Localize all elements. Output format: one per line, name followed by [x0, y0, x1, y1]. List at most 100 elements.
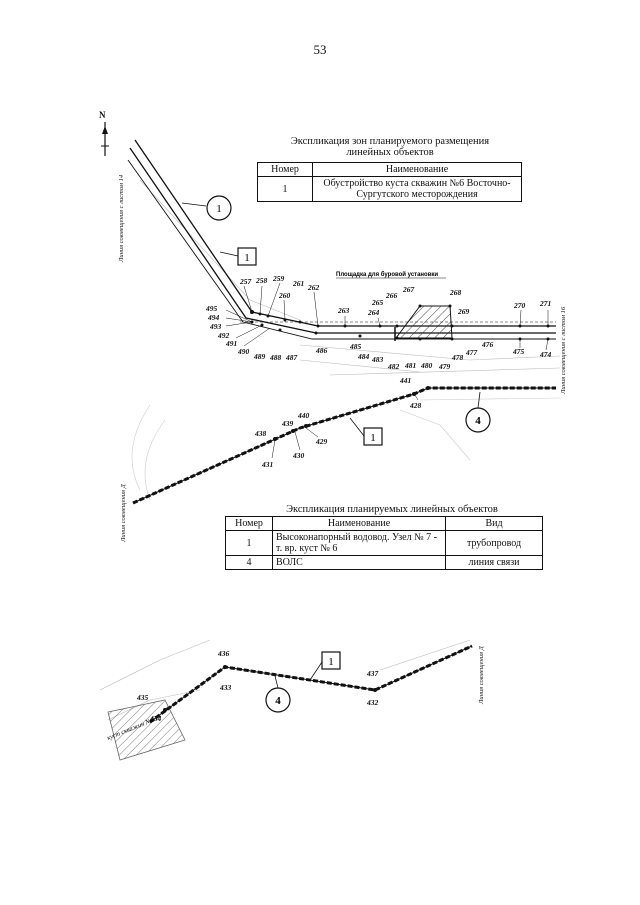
objects-table-caption: Экспликация планируемых линейных объекто…: [286, 504, 498, 515]
point-label-487: 487: [285, 353, 298, 362]
well-pad-area: [107, 699, 186, 761]
point-label-483: 483: [371, 355, 384, 364]
side-label-right-bottom: Линия совмещения Д: [478, 646, 485, 704]
objects-table-header-number: Номер: [225, 516, 273, 531]
point-label-267: 267: [402, 285, 415, 294]
objects-table-cell-type: трубопровод: [445, 530, 543, 556]
point-label-265: 265: [371, 298, 384, 307]
point-label-482: 482: [387, 362, 400, 371]
point-label-263: 263: [337, 306, 350, 315]
point-label-435: 435: [136, 693, 149, 702]
point-label-266: 266: [385, 291, 398, 300]
point-label-257: 257: [239, 277, 252, 286]
objects-table-cell-type: линия связи: [445, 555, 543, 570]
objects-table: Номер Наименование Вид 1 Высоконапорный …: [225, 516, 543, 570]
objects-table-header-name: Наименование: [272, 516, 446, 531]
point-label-260: 260: [278, 291, 291, 300]
point-label-268: 268: [449, 288, 462, 297]
table-row: 1 Высоконапорный водовод. Узел № 7 - т. …: [225, 530, 543, 556]
objects-table-cell-name: ВОЛС: [272, 555, 446, 570]
middle-terrain-lines: [131, 397, 561, 501]
objects-table-cell-number: 4: [225, 555, 273, 570]
point-label-271: 271: [539, 299, 551, 308]
page-number: 53: [313, 42, 327, 57]
route-callout-box-1-bottom-label: 1: [328, 656, 334, 668]
middle-leader-lines: [271, 394, 419, 459]
point-label-492: 492: [217, 331, 230, 340]
point-label-481: 481: [404, 361, 416, 370]
point-label-261: 261: [292, 279, 304, 288]
zones-table-cell-name: Обустройство куста скважин №6 Восточно-С…: [312, 176, 522, 202]
side-label-right-top: Линия совмещения с листом 16: [560, 306, 567, 394]
point-label-489: 489: [253, 352, 266, 361]
point-label-436: 436: [217, 649, 230, 658]
side-label-left-mid: Линия совмещения Д: [120, 484, 127, 542]
point-label-476: 476: [481, 340, 494, 349]
point-label-259: 259: [272, 274, 285, 283]
point-label-264: 264: [367, 308, 380, 317]
objects-table-cell-name: Высоконапорный водовод. Узел № 7 - т. вр…: [272, 530, 446, 556]
point-label-479: 479: [438, 362, 451, 371]
zones-table: Номер Наименование 1 Обустройство куста …: [257, 162, 522, 202]
route-callout-box-1-mid: [363, 427, 383, 446]
route-callout-box-1-top: [237, 247, 257, 266]
bottom-route-line: [149, 644, 473, 724]
point-label-480: 480: [420, 361, 433, 370]
objects-table-header-type: Вид: [445, 516, 543, 531]
point-label-494: 494: [207, 313, 220, 322]
middle-route-line: [132, 386, 556, 505]
zones-table-header-number: Номер: [257, 162, 313, 177]
point-label-484: 484: [357, 352, 370, 361]
zones-table-caption: Экспликация зон планируемого размещения …: [290, 136, 490, 158]
route-callout-box-1-bottom: [321, 651, 341, 670]
point-label-439: 439: [281, 419, 294, 428]
point-label-491: 491: [225, 339, 237, 348]
point-label-270: 270: [513, 301, 526, 310]
point-label-437: 437: [366, 669, 379, 678]
point-label-478: 478: [451, 353, 464, 362]
point-label-430: 430: [292, 451, 305, 460]
route-callout-box-1-top-label: 1: [244, 252, 250, 264]
zones-table-header-name: Наименование: [312, 162, 522, 177]
point-label-475: 475: [512, 347, 525, 356]
point-label-477: 477: [465, 348, 478, 357]
point-label-474: 474: [539, 350, 552, 359]
point-label-428: 428: [409, 401, 422, 410]
point-label-434: 434: [149, 714, 162, 723]
middle-vertex-markers: [273, 386, 430, 441]
point-label-440: 440: [297, 411, 310, 420]
point-label-486: 486: [315, 346, 328, 355]
point-label-488: 488: [269, 353, 282, 362]
point-label-438: 438: [254, 429, 267, 438]
point-label-262: 262: [307, 283, 320, 292]
point-label-490: 490: [237, 347, 250, 356]
point-label-495: 495: [205, 304, 218, 313]
point-label-429: 429: [315, 437, 328, 446]
route-callout-circle-4-bottom-label: 4: [275, 695, 281, 707]
route-callout-circle-4-mid-label: 4: [475, 415, 481, 427]
point-label-269: 269: [457, 307, 470, 316]
north-arrow-icon: [101, 122, 109, 156]
point-label-441: 441: [399, 376, 411, 385]
table-row: 1 Обустройство куста скважин №6 Восточно…: [257, 176, 522, 202]
route-callout-circle-1-top: [206, 195, 232, 221]
point-label-431: 431: [261, 460, 273, 469]
point-label-485: 485: [349, 342, 362, 351]
side-label-left-top: Линия совмещения с листом 14: [118, 174, 125, 262]
zones-table-cell-number: 1: [257, 176, 313, 202]
drilling-pad-area: [395, 305, 453, 339]
bottom-vertex-markers: [163, 665, 377, 712]
point-label-433: 433: [219, 683, 232, 692]
point-label-432: 432: [366, 698, 379, 707]
point-label-493: 493: [209, 322, 222, 331]
background-terrain-lines: [139, 179, 561, 376]
route-callout-box-1-mid-label: 1: [370, 432, 376, 444]
objects-table-cell-number: 1: [225, 530, 273, 556]
route-callout-circle-1-top-label: 1: [216, 203, 222, 215]
table-row: 4 ВОЛС линия связи: [225, 555, 543, 570]
upper-leader-lines: [225, 282, 549, 351]
point-label-258: 258: [255, 276, 268, 285]
north-label: N: [99, 110, 106, 120]
drilling-pad-label: Площадка для буровой установки: [336, 271, 438, 278]
